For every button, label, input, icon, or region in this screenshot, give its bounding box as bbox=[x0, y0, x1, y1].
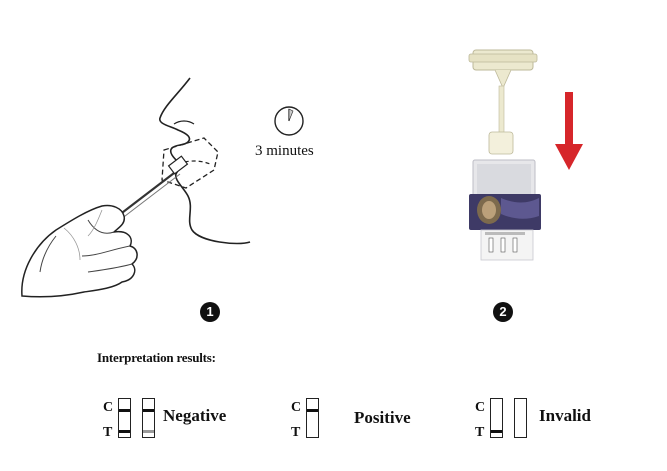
swab-sponge bbox=[488, 131, 514, 155]
invalid-strip-1 bbox=[490, 398, 503, 438]
insert-arrow-icon bbox=[555, 92, 583, 170]
positive-c-label: C bbox=[291, 400, 302, 415]
result-invalid-label: Invalid bbox=[539, 406, 591, 425]
control-line bbox=[143, 409, 154, 412]
invalid-c-label: C bbox=[475, 400, 486, 415]
negative-strip-2 bbox=[142, 398, 155, 438]
hand bbox=[21, 204, 138, 298]
timer-text: 3 minutes bbox=[255, 143, 314, 159]
swab-tip bbox=[167, 155, 189, 175]
result-positive-label: Positive bbox=[354, 408, 411, 427]
nose-detail bbox=[173, 120, 195, 125]
swab-shaft bbox=[498, 85, 505, 135]
positive-strip bbox=[306, 398, 319, 438]
positive-t-label: T bbox=[291, 425, 301, 440]
test-line bbox=[491, 430, 502, 433]
timer-icon bbox=[274, 106, 304, 136]
step2-illustration bbox=[468, 49, 541, 261]
arrow-shaft bbox=[565, 92, 573, 148]
step2-number-badge: 2 bbox=[493, 302, 513, 322]
invalid-t-label: T bbox=[475, 425, 485, 440]
step1-illustration bbox=[21, 77, 251, 298]
face-profile bbox=[159, 77, 251, 245]
test-line-faint bbox=[143, 430, 154, 433]
negative-c-label: C bbox=[103, 400, 114, 415]
negative-strip-1 bbox=[118, 398, 131, 438]
lips-dashed bbox=[161, 137, 219, 189]
step1-number-badge: 1 bbox=[200, 302, 220, 322]
control-line bbox=[119, 409, 130, 412]
control-line bbox=[307, 409, 318, 412]
test-line bbox=[119, 430, 130, 433]
arrow-head bbox=[555, 144, 583, 170]
interpretation-heading: Interpretation results: bbox=[97, 350, 216, 365]
invalid-strip-2 bbox=[514, 398, 527, 438]
negative-t-label: T bbox=[103, 425, 113, 440]
result-negative-label: Negative bbox=[163, 406, 227, 425]
